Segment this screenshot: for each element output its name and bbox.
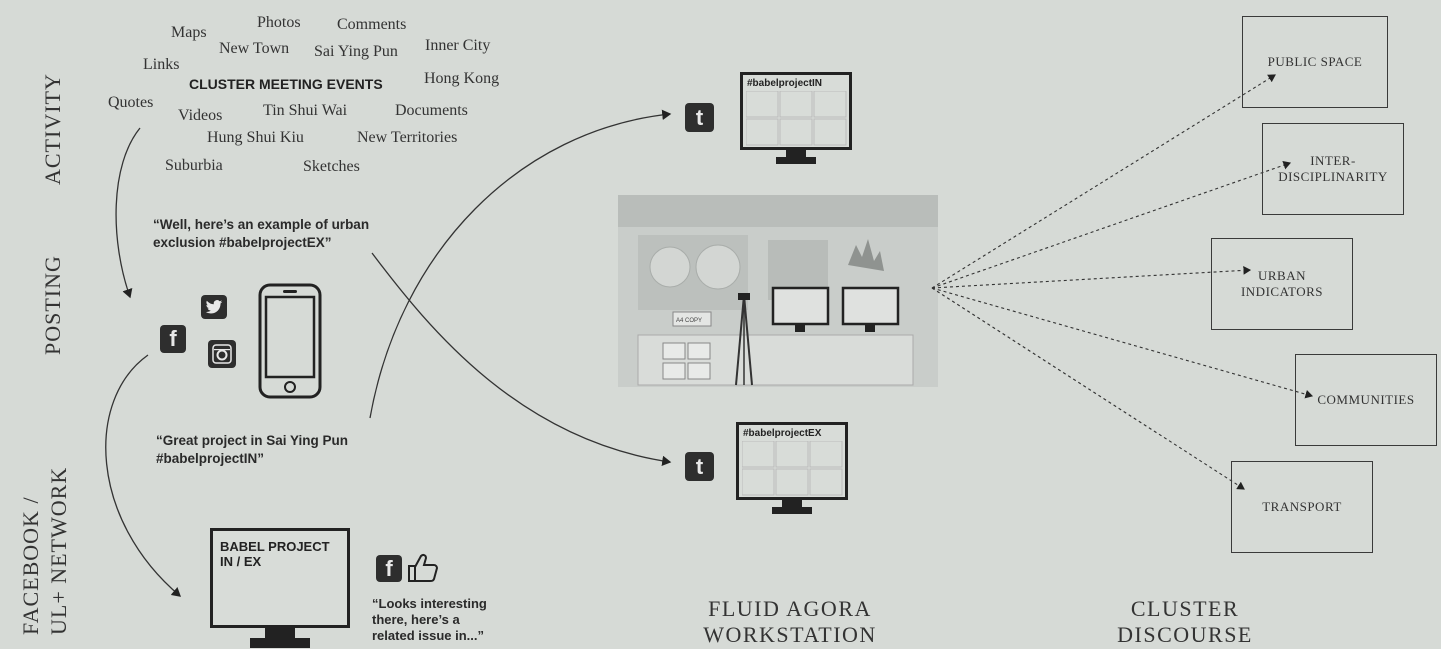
facebook-icon: f: [376, 555, 402, 582]
quote-line: exclusion #babelprojectEX”: [153, 235, 332, 250]
label-fluid-agora-workstation: FLUID AGORA WORKSTATION: [670, 596, 910, 648]
monitor-stand: [782, 500, 802, 508]
smartphone-icon: [258, 283, 322, 399]
box-urban-indicators: URBAN INDICATORS: [1211, 238, 1353, 330]
monitor-stand: [265, 628, 295, 640]
tag-new-town: New Town: [219, 40, 290, 57]
babel-project-monitor: BABEL PROJECT IN / EX: [210, 528, 350, 648]
quote-looks-interesting: “Looks interesting there, here’s a relat…: [372, 596, 487, 644]
box-communities: COMMUNITIES: [1295, 354, 1437, 446]
monitor-screen: BABEL PROJECT IN / EX: [210, 528, 350, 628]
tag-tin-shui-wai: Tin Shui Wai: [263, 102, 348, 119]
quote-urban-exclusion: “Well, here’s an example of urban exclus…: [153, 216, 369, 252]
label-line: WORKSTATION: [703, 622, 877, 647]
babelprojectex-monitor: #babelprojectEX: [736, 422, 848, 514]
tag-links: Links: [143, 56, 180, 73]
facebook-icon: f: [160, 325, 186, 353]
label-line: FLUID AGORA: [708, 596, 872, 621]
monitor-base: [250, 638, 310, 648]
tag-maps: Maps: [171, 24, 207, 41]
quote-line: #babelprojectIN”: [156, 451, 265, 466]
box-label: PUBLIC SPACE: [1267, 54, 1363, 69]
instagram-icon: [208, 340, 236, 368]
babel-line: IN / EX: [220, 554, 262, 569]
monitor-screen: #babelprojectIN: [740, 72, 852, 150]
monitor-screen: #babelprojectEX: [736, 422, 848, 500]
tag-inner-city: Inner City: [425, 37, 491, 54]
twitter-icon: [201, 295, 227, 319]
babelprojectin-monitor: #babelprojectIN: [740, 72, 852, 164]
label-line: DISCOURSE: [1117, 622, 1253, 647]
tag-photos: Photos: [257, 14, 301, 31]
screen-grid: [746, 91, 847, 146]
tag-sai-ying-pun: Sai Ying Pun: [314, 43, 398, 60]
box-label: URBAN: [1257, 268, 1306, 283]
box-label: COMMUNITIES: [1317, 392, 1415, 407]
tumblr-icon: t: [685, 103, 714, 132]
monitor-stand: [786, 150, 806, 158]
tag-suburbia: Suburbia: [165, 157, 223, 174]
tag-new-territories: New Territories: [357, 129, 458, 146]
copy-tray-label: A4 COPY: [676, 318, 702, 324]
box-public-space: PUBLIC SPACE: [1242, 16, 1388, 108]
tag-hong-kong: Hong Kong: [424, 70, 500, 87]
quote-great-project: “Great project in Sai Ying Pun #babelpro…: [156, 432, 348, 468]
babel-line: BABEL PROJECT: [220, 539, 330, 554]
tumblr-icon: t: [685, 452, 714, 481]
tag-comments: Comments: [337, 16, 407, 33]
quote-line: “Looks interesting: [372, 596, 487, 611]
quote-line: related issue in...”: [372, 628, 484, 643]
label-cluster-discourse: CLUSTER DISCOURSE: [1060, 596, 1310, 648]
box-transport: TRANSPORT: [1231, 461, 1373, 553]
box-label: TRANSPORT: [1262, 499, 1342, 514]
monitor-base: [772, 507, 812, 514]
monitor-base: [776, 157, 816, 164]
babel-project-title: BABEL PROJECT IN / EX: [220, 539, 330, 569]
tag-hung-shui-kiu: Hung Shui Kiu: [207, 129, 304, 146]
quote-line: “Well, here’s an example of urban: [153, 217, 370, 232]
box-label: INTER-: [1310, 153, 1356, 168]
monitor-hashtag: #babelprojectIN: [747, 78, 823, 89]
screen-grid: [742, 441, 843, 496]
tag-documents: Documents: [395, 102, 468, 119]
box-interdisciplinarity: INTER- DISCIPLINARITY: [1262, 123, 1404, 215]
tag-sketches: Sketches: [303, 158, 360, 175]
tag-quotes: Quotes: [108, 94, 154, 111]
tag-videos: Videos: [178, 107, 223, 124]
monitor-hashtag: #babelprojectEX: [743, 428, 822, 439]
quote-line: “Great project in Sai Ying Pun: [156, 433, 349, 448]
box-label: INDICATORS: [1240, 284, 1324, 299]
quote-line: there, here’s a: [372, 612, 460, 627]
tag-cluster-meeting-events: CLUSTER MEETING EVENTS: [189, 76, 383, 92]
workstation-photo: A4 COPY: [618, 195, 938, 387]
thumbs-up-icon: [408, 553, 439, 582]
box-label: DISCIPLINARITY: [1278, 169, 1388, 184]
label-line: CLUSTER: [1130, 596, 1240, 621]
